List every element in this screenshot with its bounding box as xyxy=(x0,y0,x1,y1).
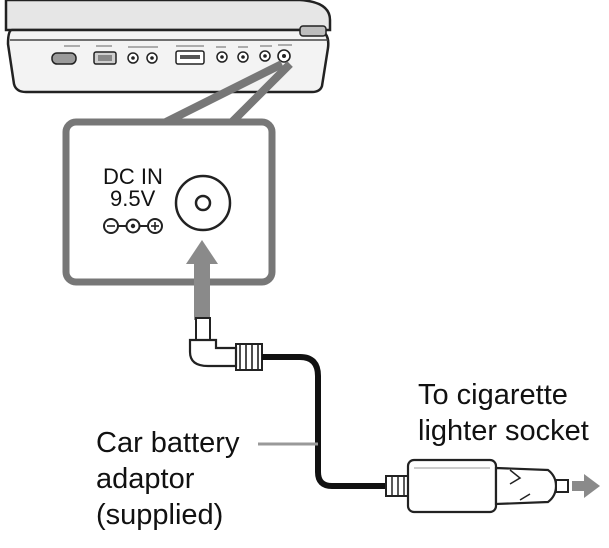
adaptor-label-line-3: (supplied) xyxy=(96,499,224,531)
socket-label-line-2: lighter socket xyxy=(418,415,589,447)
callout-lines xyxy=(164,60,293,126)
dc-in-label: DC IN xyxy=(103,164,163,189)
arrow-right-icon xyxy=(572,474,600,498)
socket-label-line-1: To cigarette xyxy=(418,379,568,411)
adaptor-label-line-2: adaptor xyxy=(96,463,195,495)
dc-plug xyxy=(188,317,263,371)
insert-arrow xyxy=(186,240,218,320)
cigarette-lighter-socket-label: To cigarette lighter socket xyxy=(418,377,589,449)
dc-polarity-icon xyxy=(103,218,163,234)
dc-in-panel xyxy=(62,118,276,286)
adaptor-cable xyxy=(262,354,388,489)
dc-voltage-label: 9.5V xyxy=(110,186,156,211)
switch-port xyxy=(51,52,77,65)
adaptor-label-line-1: Car battery xyxy=(96,427,240,459)
car-battery-adaptor-label: Car battery adaptor (supplied) xyxy=(96,425,239,533)
lighter-plug xyxy=(385,458,569,514)
